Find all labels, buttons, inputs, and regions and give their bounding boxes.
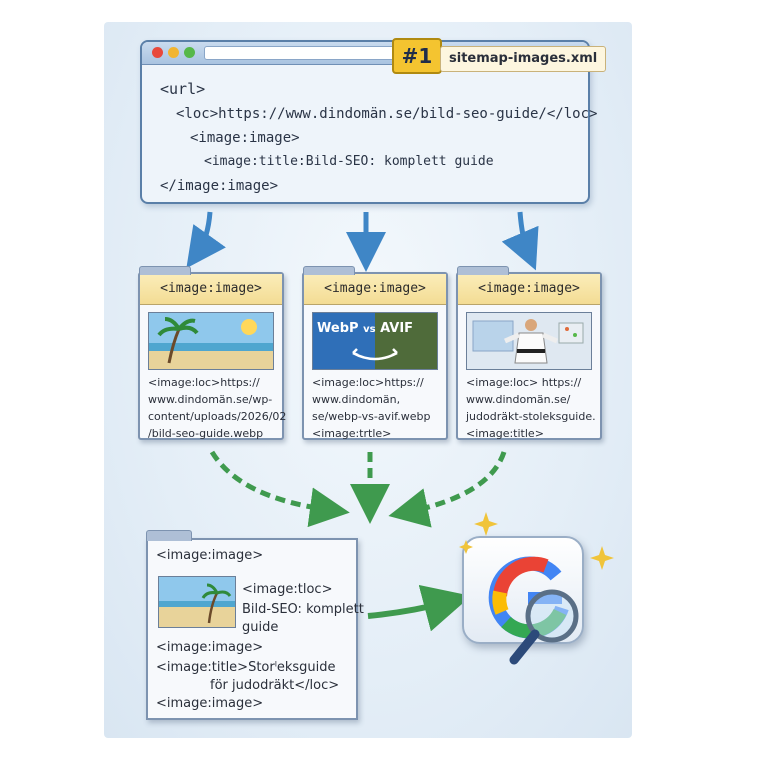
dashed-arrow-right-icon: [388, 451, 507, 528]
caption-line: www.dindomän.se/wp-: [148, 393, 273, 406]
arrow-left-icon: [186, 211, 226, 269]
filename-label: sitemap-images.xml: [440, 46, 607, 72]
beach-photo-icon: [158, 576, 236, 628]
note-side-line-1: <image:tloc>: [242, 582, 333, 597]
card-caption: <image:loc>https:// www.dindomän.se/wp- …: [148, 374, 287, 442]
note-line-7: <image:image>: [156, 696, 264, 711]
folder-tab: [146, 530, 192, 541]
caption-line: judodräkt-stoleksguide.: [466, 410, 596, 423]
note-header: <image:image>: [156, 548, 264, 563]
caption-line: www.dindomän,: [312, 393, 401, 406]
code-line-loc: <loc>https://www.dindomän.se/bild-seo-gu…: [176, 106, 598, 122]
caption-line: <image:loc>https://: [148, 376, 260, 389]
code-line-title: <image:title:Bild-SEO: komplett guide: [204, 154, 494, 169]
caption-line: <image:loc>https://: [312, 376, 424, 389]
note-line-4: <image:image>: [156, 640, 264, 655]
webp-vs-avif-icon: WebP vs AVIF: [312, 312, 438, 370]
judo-person-icon: [466, 312, 592, 370]
dashed-arrow-left-icon: [209, 450, 350, 528]
caption-line: /bild-seo-guide.webp: [148, 427, 264, 440]
card-header: <image:image>: [140, 274, 282, 305]
code-line-url: <url>: [160, 80, 206, 98]
note-line-5: <image:title>Storˡeksguide: [156, 660, 336, 675]
image-card-3: <image:image> <image:loc> https:// www.d…: [456, 266, 602, 442]
sparkle-icon: [459, 512, 614, 570]
maximize-dot-icon[interactable]: [184, 47, 195, 58]
card-header: <image:image>: [458, 274, 600, 305]
avif-label: AVIF: [380, 321, 414, 336]
note-side-line-2: Bild-SEO: komplett: [242, 602, 364, 617]
vs-label: vs: [363, 324, 376, 335]
caption-line: <image:loc> https://: [466, 376, 582, 389]
webp-label: WebP: [317, 321, 359, 336]
caption-line: www.dindomän.se/: [466, 393, 571, 406]
card-header: <image:image>: [304, 274, 446, 305]
image-card-2: <image:image> WebP vs AVIF <image:loc>ht…: [302, 266, 448, 442]
caption-line: se/webp-vs-avif.webp: [312, 410, 431, 423]
arrow-to-google-icon: [367, 584, 472, 632]
folder-tab: [303, 266, 355, 275]
image-card-1: <image:image> <image:loc>https:// www.di…: [138, 266, 287, 442]
beach-photo-icon: [148, 312, 274, 370]
folder-tab: [457, 266, 509, 275]
caption-line: <image:title>: [466, 427, 544, 440]
note-line-6: för judodräkt</loc>: [210, 678, 340, 693]
merged-image-note: <image:image> <image:tloc> Bild-SEO: kom…: [146, 530, 364, 720]
code-line-image-close: </image:image>: [160, 178, 279, 194]
caption-line: <image:trtle>: [312, 427, 392, 440]
card-caption: <image:loc>https:// www.dindomän, se/web…: [312, 374, 444, 442]
close-dot-icon[interactable]: [152, 47, 163, 58]
rank-badge: #1: [392, 38, 442, 74]
card-caption: <image:loc> https:// www.dindomän.se/ ju…: [466, 374, 598, 442]
note-side-line-3: guide: [242, 620, 279, 635]
arrow-right-icon: [501, 211, 539, 271]
magnifier-icon: [509, 589, 579, 665]
minimize-dot-icon[interactable]: [168, 47, 179, 58]
code-line-image: <image:image>: [190, 130, 300, 146]
folder-tab: [139, 266, 191, 275]
caption-line: content/uploads/2026/02: [148, 410, 287, 423]
